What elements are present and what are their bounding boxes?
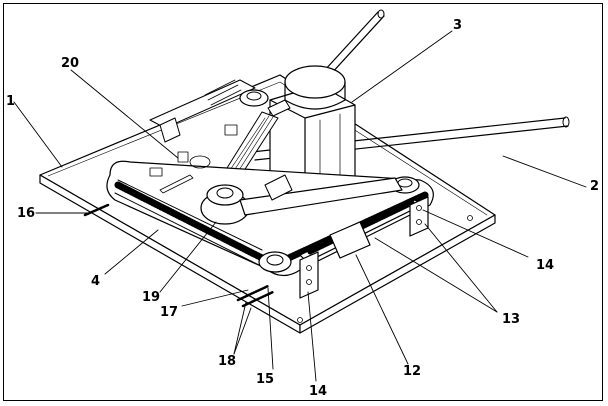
upper-rail (149, 79, 256, 143)
drive-pulley (200, 177, 403, 225)
label-13: 13 (502, 312, 521, 327)
border-frame (3, 3, 603, 401)
label-14-bottom: 14 (309, 384, 328, 399)
label-19: 19 (142, 290, 161, 305)
small-components (149, 124, 293, 201)
label-20: 20 (61, 56, 80, 71)
rack-assembly (299, 196, 429, 299)
motor (267, 65, 356, 196)
label-4: 4 (91, 274, 101, 289)
label-1: 1 (6, 94, 16, 109)
drive-belt (221, 111, 279, 181)
label-3: 3 (453, 18, 463, 33)
label-14-right: 14 (536, 258, 555, 273)
label-2: 2 (590, 179, 600, 194)
idler-pulleys (258, 176, 420, 273)
label-16: 16 (17, 206, 36, 221)
label-18: 18 (218, 354, 237, 369)
label-17: 17 (160, 305, 179, 320)
leader-lines (13, 30, 587, 382)
label-12: 12 (403, 364, 422, 379)
label-15: 15 (256, 372, 275, 387)
